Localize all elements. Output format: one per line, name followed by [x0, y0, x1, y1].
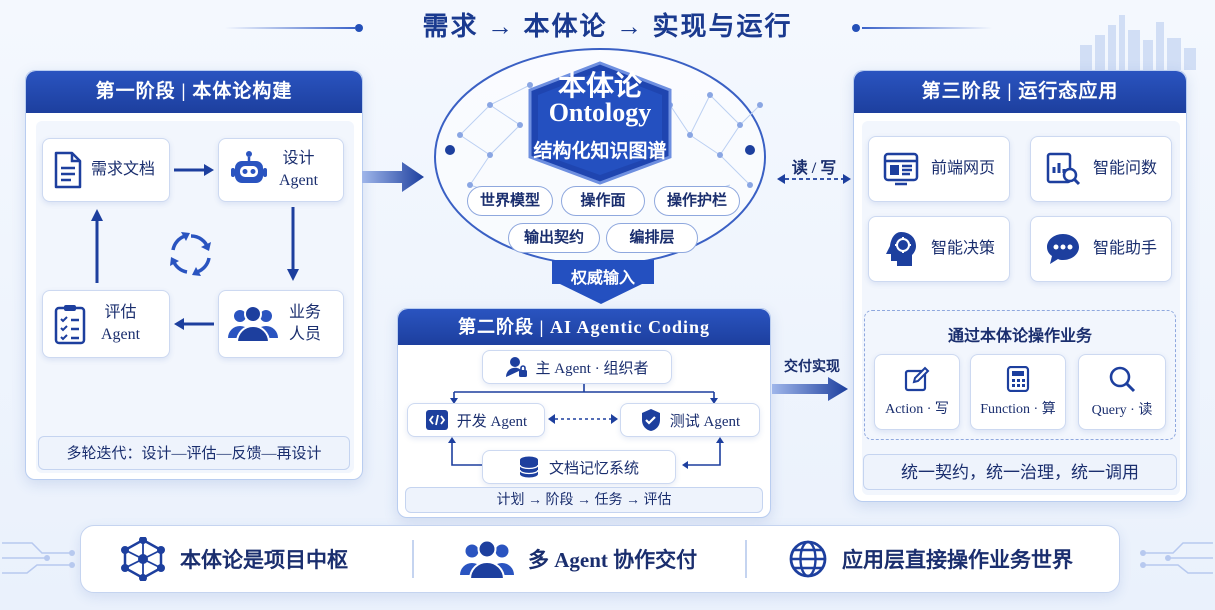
cycle-icon: [170, 232, 211, 276]
requirements-card[interactable]: 需求文档: [42, 138, 170, 202]
app-data-qa-label: 智能问数: [1093, 160, 1158, 177]
arrow-stage1-to-ontology: [362, 162, 424, 192]
ontology-subtitle: 结构化知识图谱: [533, 141, 667, 162]
robot-icon: [231, 151, 267, 183]
tag-operation-surface: 操作面: [561, 186, 645, 216]
title-dot-right: [852, 24, 860, 32]
chat-bubble-icon: [1047, 234, 1079, 264]
bottom-world-label: 应用层直接操作业务世界: [842, 548, 1073, 572]
business-label-2: 人员: [289, 326, 322, 343]
edit-icon: [904, 366, 930, 392]
business-label-1: 业务: [289, 304, 322, 321]
app-assistant-card[interactable]: 智能助手: [1030, 216, 1172, 282]
ontology-title-cn: 本体论: [557, 71, 642, 102]
business-staff-card[interactable]: 业务 人员: [218, 290, 344, 358]
arrow-req-to-design: [174, 164, 214, 176]
network-hub-icon: [121, 537, 165, 581]
design-agent-label-2: Agent: [279, 172, 319, 189]
arrow-ontology-to-stage2: [552, 260, 654, 304]
dev-agent-label: 开发 Agent: [456, 413, 528, 430]
deliver-label: 交付实现: [784, 360, 840, 375]
bottom-item-world: 应用层直接操作业务世界: [788, 537, 1073, 581]
tag-world-model: 世界模型: [467, 186, 553, 216]
eval-agent-label-2: Agent: [101, 326, 141, 343]
app-data-qa-card[interactable]: 智能问数: [1030, 136, 1172, 202]
op-query-label: Query · 读: [1091, 403, 1153, 418]
bottom-divider-1: [412, 540, 414, 578]
stage1-footer: 多轮迭代：设计—评估—反馈—再设计: [38, 436, 350, 470]
bottom-hub-label: 本体论是项目中枢: [180, 548, 348, 572]
bottom-agents-label: 多 Agent 协作交付: [528, 548, 698, 572]
search-icon: [1109, 366, 1136, 393]
people-icon: [228, 305, 278, 343]
code-icon: [425, 410, 448, 430]
document-icon: [54, 151, 82, 189]
checklist-icon: [54, 305, 86, 345]
arrow-business-to-eval: [174, 318, 214, 330]
globe-icon: [789, 540, 827, 578]
stage1-title: 第一阶段 | 本体论构建: [26, 71, 362, 113]
main-agent-label: 主 Agent · 组织者: [535, 360, 649, 377]
circuit-decoration-right: [1140, 542, 1213, 574]
tag-output-contract: 输出契约: [508, 223, 600, 253]
app-decision-card[interactable]: 智能决策: [868, 216, 1010, 282]
brain-head-icon: [886, 232, 916, 266]
op-function-label: Function · 算: [980, 402, 1056, 417]
ontology-title-en: Ontology: [548, 98, 652, 127]
memory-system-card[interactable]: 文档记忆系统: [482, 450, 676, 484]
op-action-label: Action · 写: [885, 402, 949, 417]
bottom-divider-2: [745, 540, 747, 578]
op-query-card[interactable]: Query · 读: [1078, 354, 1166, 430]
authoritative-input-label: 权威输入: [570, 270, 635, 287]
database-icon: [519, 456, 539, 478]
circuit-decoration-left: [2, 542, 75, 574]
dev-test-arrow: [548, 414, 618, 424]
tag-guardrail: 操作护栏: [654, 186, 740, 216]
title-line-left: [225, 27, 355, 29]
stage3-title: 第三阶段 | 运行态应用: [854, 71, 1186, 113]
skyline-decoration: [1080, 15, 1196, 70]
op-function-card[interactable]: Function · 算: [970, 354, 1066, 430]
stage2-footer: 计划 → 阶段 → 任务 → 评估: [405, 487, 763, 513]
title-line-right: [862, 27, 992, 29]
memory-connectors: [448, 437, 724, 469]
memory-system-label: 文档记忆系统: [548, 460, 639, 477]
app-decision-label: 智能决策: [931, 240, 996, 257]
app-frontend-card[interactable]: 前端网页: [868, 136, 1010, 202]
test-agent-card[interactable]: 测试 Agent: [620, 403, 760, 437]
app-frontend-label: 前端网页: [931, 160, 996, 177]
read-write-label: 读 / 写: [791, 160, 837, 177]
web-page-icon: [883, 152, 919, 186]
requirements-label: 需求文档: [91, 161, 156, 178]
dev-agent-card[interactable]: 开发 Agent: [407, 403, 545, 437]
stage3-footer: 统一契约，统一治理，统一调用: [863, 454, 1177, 490]
eval-agent-label-1: 评估: [104, 304, 137, 321]
op-action-card[interactable]: Action · 写: [874, 354, 960, 430]
main-agent-branches: [450, 384, 718, 404]
arrow-stage2-to-stage3: [772, 377, 848, 401]
eval-agent-card[interactable]: 评估 Agent: [42, 290, 170, 358]
bottom-item-hub: 本体论是项目中枢: [120, 537, 348, 581]
stage2-title: 第二阶段 | AI Agentic Coding: [398, 309, 770, 345]
ops-group: [864, 310, 1176, 440]
page-title: 需求 → 本体论 → 实现与运行: [422, 12, 793, 41]
title-dot-left: [355, 24, 363, 32]
calculator-icon: [1006, 366, 1030, 392]
read-write-arrow: [777, 174, 851, 184]
app-assistant-label: 智能助手: [1093, 240, 1158, 257]
bottom-item-agents: 多 Agent 协作交付: [460, 537, 697, 581]
design-agent-label-1: 设计: [282, 150, 315, 167]
arrow-eval-to-req: [91, 209, 103, 283]
ops-title: 通过本体论操作业务: [947, 328, 1092, 345]
chart-search-icon: [1046, 152, 1081, 186]
user-lock-icon: [505, 357, 527, 377]
shield-check-icon: [641, 409, 660, 431]
test-agent-label: 测试 Agent: [669, 413, 741, 430]
design-agent-card[interactable]: 设计 Agent: [218, 138, 344, 202]
arrow-design-to-business: [287, 207, 299, 281]
tag-orchestration: 编排层: [606, 223, 698, 253]
main-agent-card[interactable]: 主 Agent · 组织者: [482, 350, 672, 384]
bottom-band: [80, 525, 1120, 593]
team-icon: [460, 539, 514, 579]
